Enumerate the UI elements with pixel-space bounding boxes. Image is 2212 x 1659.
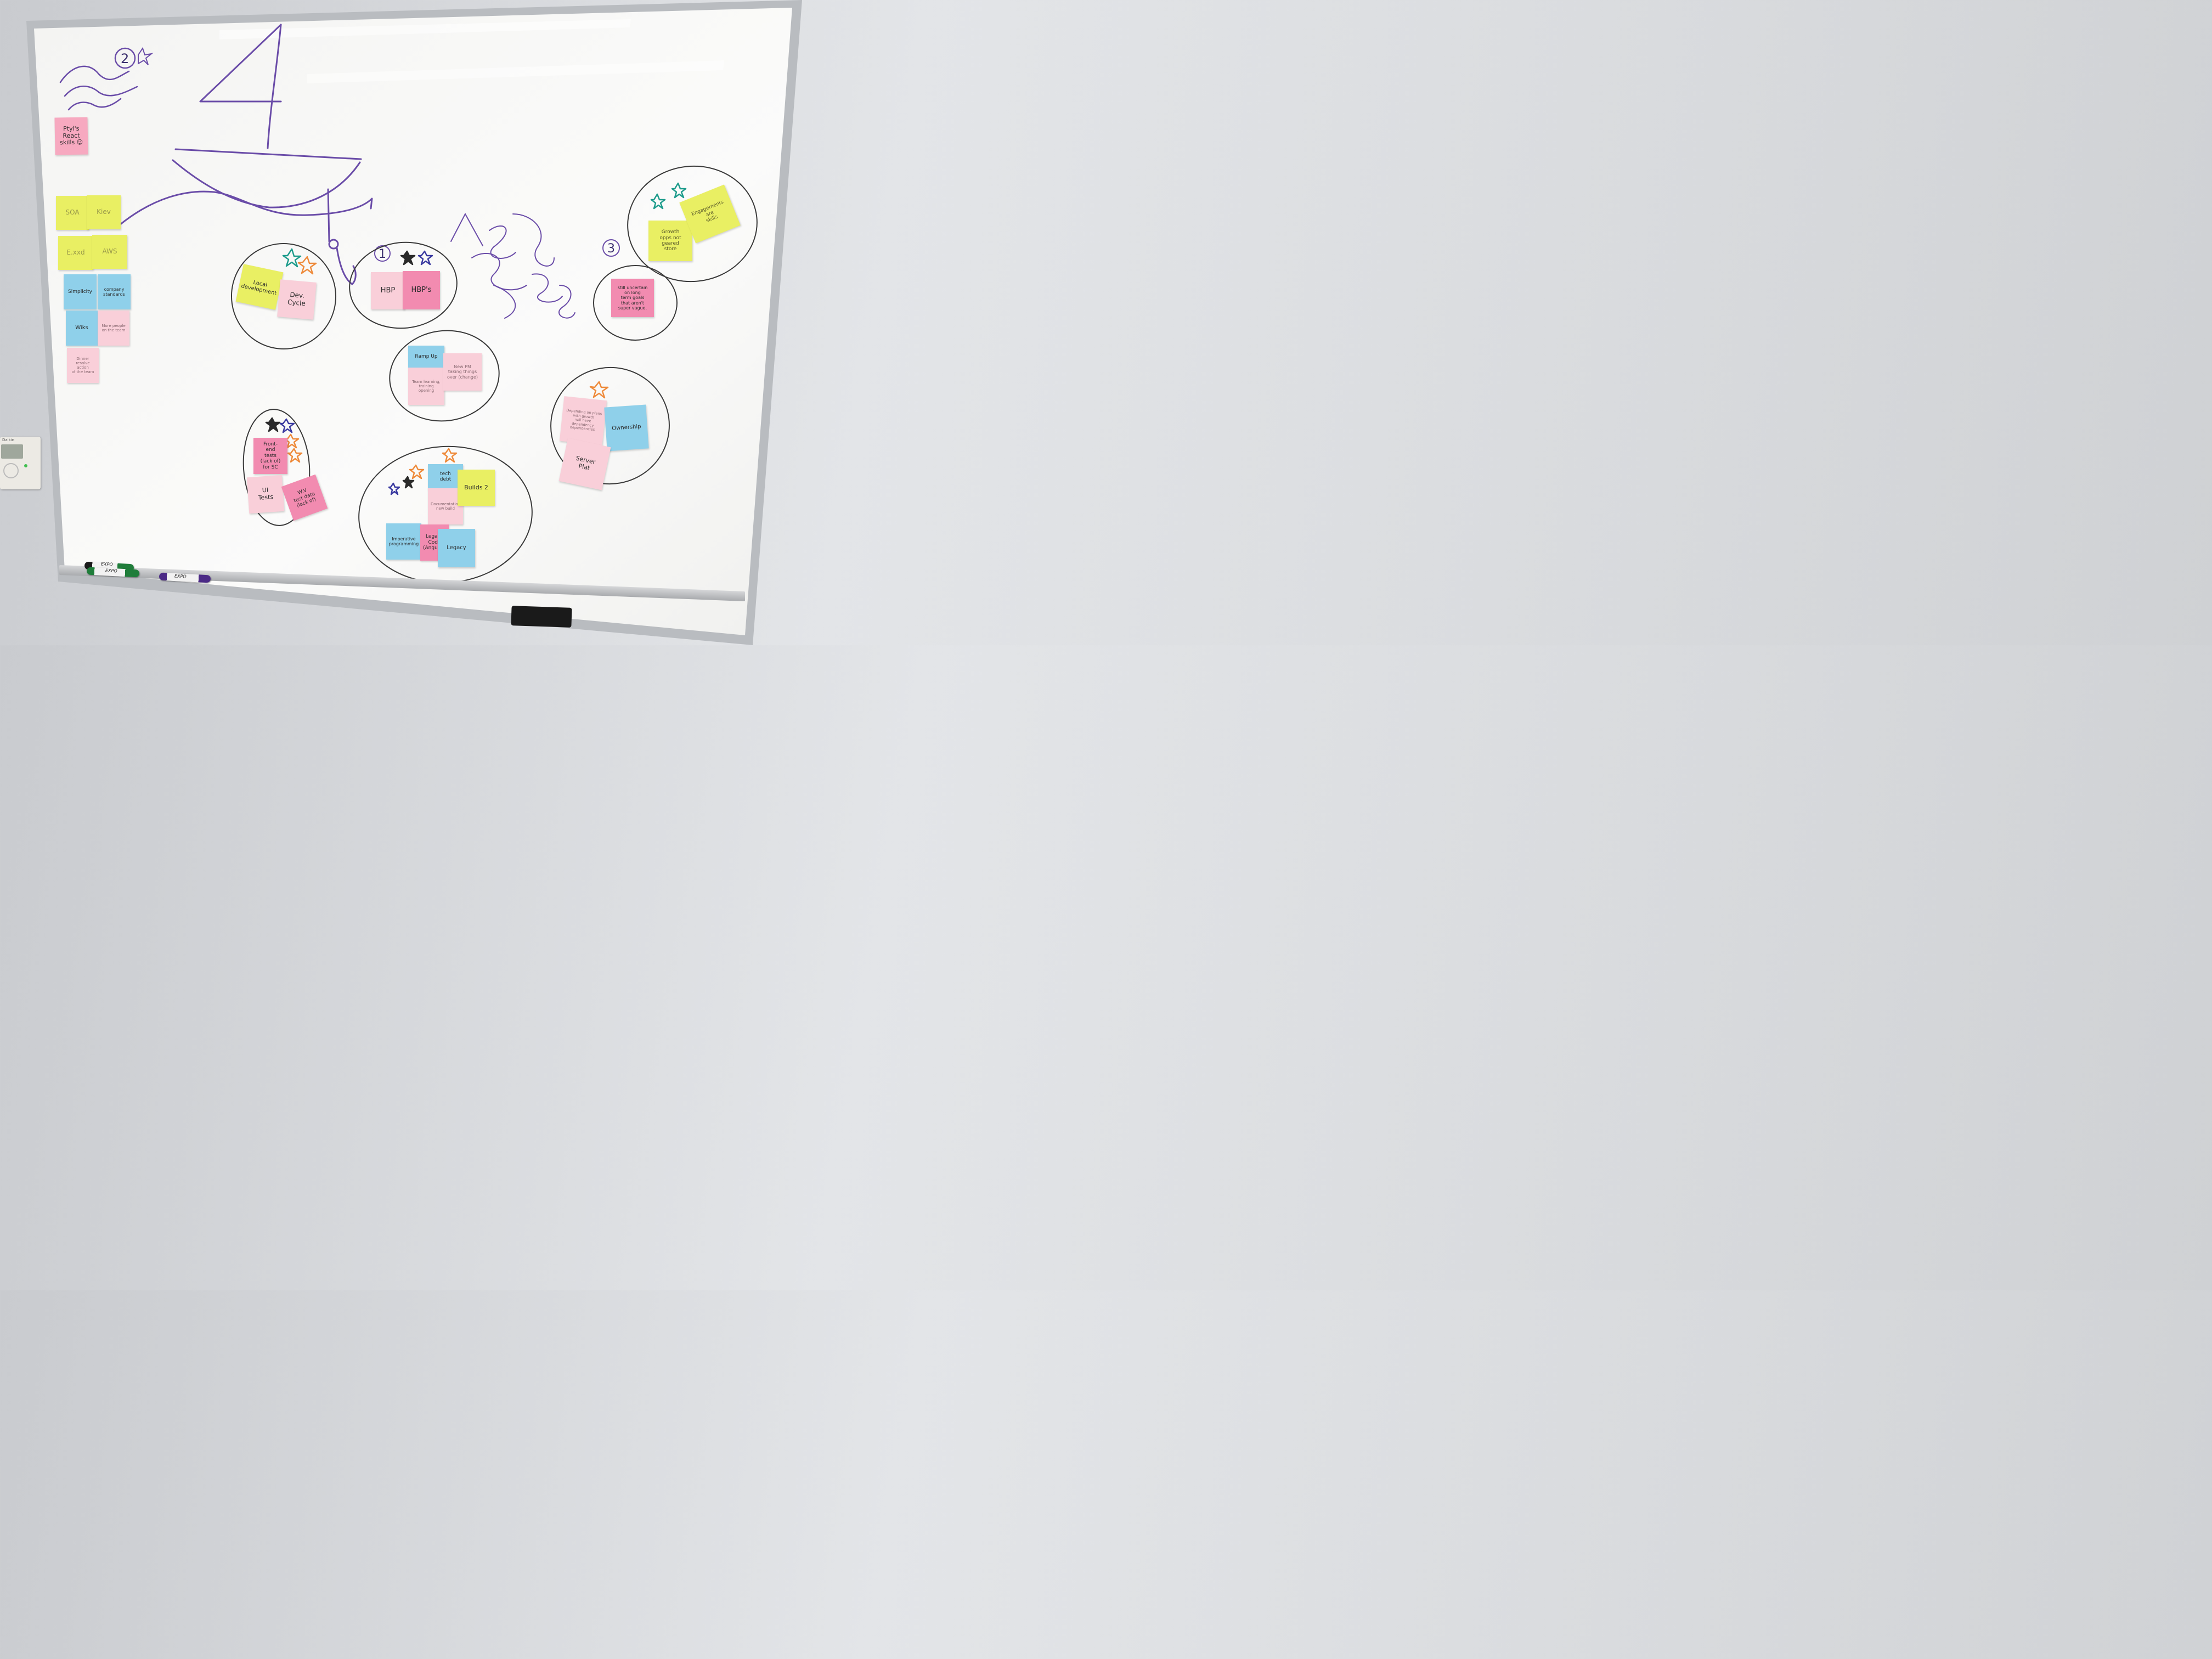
sticky-note-dinner: Dinner resolve action of the team [67,348,99,383]
sticky-note-ramp-up: Ramp Up [408,346,444,368]
sticky-note-aws: AWS [92,235,127,269]
sticky-note-dev-cycle: Dev. Cycle [277,279,317,320]
sticky-note-kiev: Kiev [87,195,121,229]
sticky-note-hbp: HBP [371,272,405,309]
glare [219,19,631,40]
circle-number-3: 3 [607,242,615,256]
sticky-note-tech-debt: tech debt [428,464,463,489]
sticky-note-simplicity: Simplicity [64,274,97,309]
sticky-note-company-standards: company standards [98,274,131,309]
circle-number-2: 2 [121,51,129,66]
sticky-note-embed: E.xxd [58,236,93,270]
sticky-note-ownership: Ownership [604,404,649,452]
thermostat-screen [1,444,23,459]
sticky-note-more-people: More people on the team [98,311,129,346]
marker-label: EXPO [100,561,113,567]
sticky-note-still-uncertain: still uncertain on long term goals that … [611,279,654,317]
thermostat-brand: Daikin [2,438,15,442]
star-marks [265,182,687,495]
sticky-note-growth: Growth opps not geared store [648,221,692,261]
sticky-note-hbps: HBP's [403,271,440,309]
thermostat-led [24,464,27,467]
sticky-note-ramp-up-detail: Team learning, training opening [408,368,444,405]
number-2-circle [114,47,136,69]
sticky-note-new-pm: New PM taking things over (change) [443,353,482,391]
sticky-note-ptyl-react: Ptyl's React skills ☺ [54,117,88,155]
sticky-note-frontend-tests: Front- end tests (lack of) for SC [253,438,287,474]
sticky-note-tech-debt-detail: Documentation new build [428,488,463,524]
sticky-note-imperative: Imperative programming [386,523,421,560]
circle-number-1: 1 [379,247,386,261]
marker-label: EXPO [105,568,117,574]
eraser[interactable] [511,606,572,628]
marker-label: EXPO [174,573,187,579]
sticky-note-soa: SOA [56,196,89,230]
sticky-note-ui-tests: UI Tests [246,475,285,514]
thermostat-dial[interactable] [3,463,19,478]
group-circles [230,165,758,584]
sticky-note-legacy: Legacy [438,529,475,567]
sticky-note-wiki: Wiks [66,311,98,346]
sticky-note-server-plat: Server Plat [558,438,611,490]
glare [307,60,724,83]
wind-drawing [59,47,154,111]
shark-waves-drawing [450,212,575,319]
thermostat[interactable]: Daikin [0,437,41,489]
boat-drawing [119,24,373,285]
sticky-note-dependencies: Depending on plans with growth will have… [559,396,607,445]
sticky-note-builds-2: Builds 2 [458,470,495,506]
sticky-note-local-dev: Local development [235,264,284,310]
